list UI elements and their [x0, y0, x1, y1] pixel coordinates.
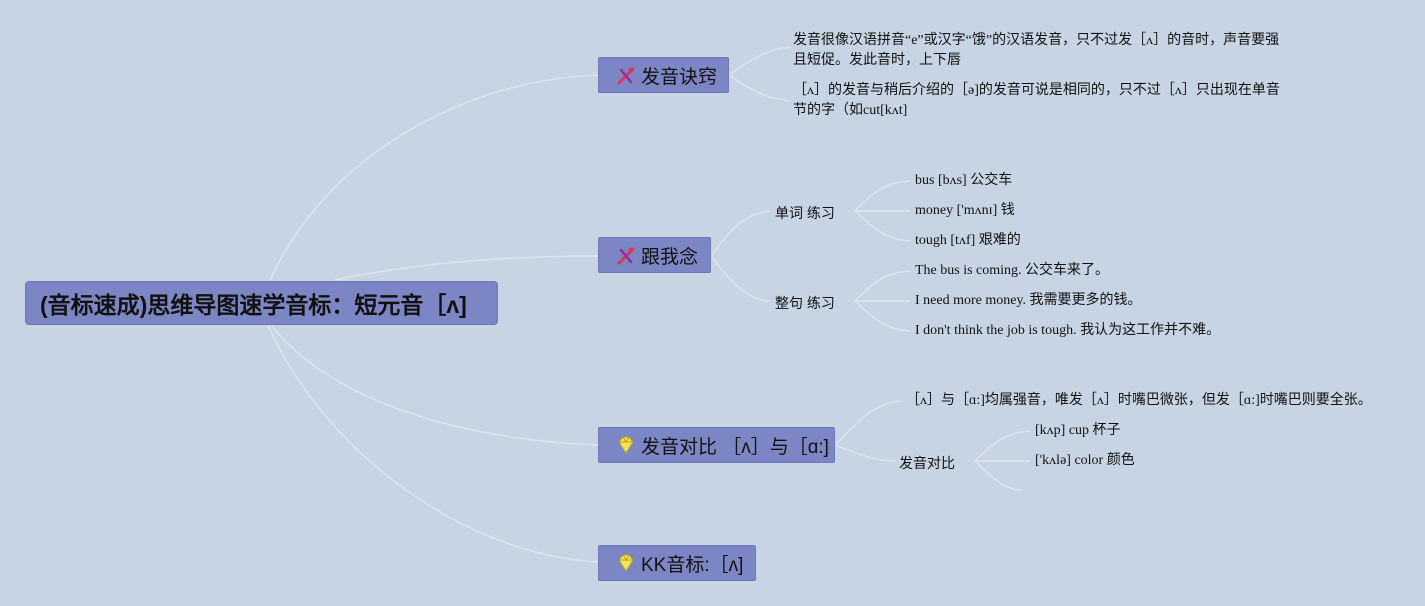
topic-label: 跟我念 — [641, 246, 699, 268]
tip-text-1[interactable]: 发音很像汉语拼音“e”或汉字“饿”的汉语发音，只不过发［ʌ］的音时，声音要强 且… — [793, 33, 1280, 68]
contrast-label[interactable]: 发音对比 — [899, 455, 955, 471]
central-topic-title: (音标速成)思维导图速学音标：短元音［ʌ] — [40, 292, 467, 318]
sentence-item[interactable]: I don't think the job is tough. 我认为这工作并不… — [915, 323, 1221, 338]
word-item[interactable]: tough [tʌf] 艰难的 — [915, 233, 1021, 248]
contrast-note[interactable]: ［ʌ］与［ɑ:]均属强音，唯发［ʌ］时嘴巴微张，但发［ɑ:]时嘴巴则要全张。 — [906, 393, 1372, 408]
topic-label: 发音对比 ［ʌ］与［ɑ:] — [641, 436, 829, 458]
sentence-item[interactable]: The bus is coming. 公交车来了。 — [915, 263, 1110, 278]
diamond-icon — [615, 552, 637, 574]
topic-pronunciation-contrast[interactable]: 发音对比 ［ʌ］与［ɑ:] — [598, 427, 835, 463]
topic-kk-phonetic[interactable]: KK音标:［ʌ] — [598, 545, 756, 581]
topic-label: 发音诀窍 — [641, 66, 718, 88]
tip-text-2[interactable]: ［ʌ］的发音与稍后介绍的［ə]的发音可说是相同的，只不过［ʌ］只出现在单音 节的… — [793, 83, 1280, 118]
central-topic[interactable]: (音标速成)思维导图速学音标：短元音［ʌ] — [25, 281, 498, 325]
tools-icon — [615, 64, 637, 86]
contrast-item[interactable]: ['kʌlə] color 颜色 — [1035, 453, 1135, 468]
word-item[interactable]: bus [bʌs] 公交车 — [915, 173, 1013, 188]
topic-read-after-me[interactable]: 跟我念 — [598, 237, 711, 273]
contrast-item[interactable]: [kʌp] cup 杯子 — [1035, 423, 1121, 438]
diamond-icon — [615, 434, 637, 456]
sentence-item[interactable]: I need more money. 我需要更多的钱。 — [915, 293, 1142, 308]
word-item[interactable]: money ['mʌnɪ] 钱 — [915, 203, 1015, 218]
topic-pronunciation-tips[interactable]: 发音诀窍 — [598, 57, 729, 93]
word-practice-label[interactable]: 单词 练习 — [775, 205, 835, 221]
sentence-practice-label[interactable]: 整句 练习 — [775, 295, 835, 311]
tools-icon — [615, 244, 637, 266]
topic-label: KK音标:［ʌ] — [641, 554, 744, 576]
